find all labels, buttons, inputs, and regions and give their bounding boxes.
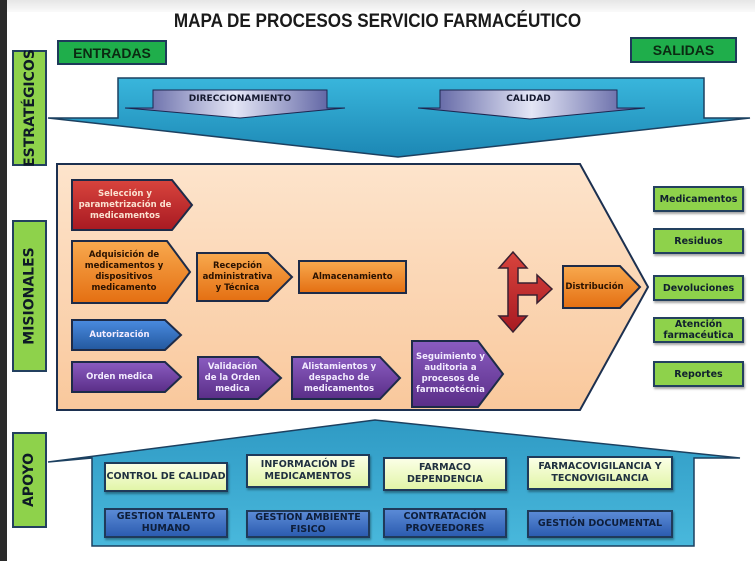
process-alistamiento[interactable]: Alistamientos y despacho de medicamentos (301, 361, 377, 394)
category-misionales: MISIONALES (12, 220, 47, 372)
seleccion-shape (71, 179, 194, 231)
support-farmaco-dependencia[interactable]: FARMACO DEPENDENCIA (383, 457, 507, 491)
output-residuos[interactable]: Residuos (653, 228, 744, 254)
support-farmacovigilancia[interactable]: FARMACOVIGILANCIA Y TECNOVIGILANCIA (527, 456, 673, 490)
output-reportes[interactable]: Reportes (653, 361, 744, 387)
process-recepcion[interactable]: Recepción administrativa y Técnica (202, 260, 273, 293)
category-misionales-text: MISIONALES (21, 247, 38, 345)
process-autorizacion[interactable]: Autorización (89, 329, 150, 340)
process-almacenamiento[interactable]: Almacenamiento (312, 271, 393, 282)
support-contratacion-proveedores[interactable]: CONTRATACIÓN PROVEEDORES (383, 508, 507, 538)
strategic-direccionamiento[interactable]: DIRECCIONAMIENTO (188, 94, 292, 104)
almacenamiento-shape (298, 260, 407, 294)
background-window-strip (0, 0, 7, 561)
process-distribucion[interactable]: Distribución (565, 281, 624, 292)
entradas-label: ENTRADAS (57, 40, 167, 65)
top-bar (7, 0, 755, 12)
output-atencion-farmaceutica[interactable]: Atención farmacéutica (653, 317, 744, 343)
process-seguimiento[interactable]: Seguimiento y auditoria a procesos de fa… (416, 352, 485, 395)
category-estrategicos: ESTRATÉGICOS (12, 49, 47, 167)
output-medicamentos[interactable]: Medicamentos (653, 186, 744, 212)
adquisicion-shape (71, 240, 192, 304)
process-validacion[interactable]: Validación de la Orden medica (204, 361, 261, 394)
page-title: MAPA DE PROCESOS SERVICIO FARMACÉUTICO (173, 11, 582, 32)
category-apoyo-text: APOYO (21, 452, 38, 508)
distribucion-shape (562, 265, 642, 309)
support-informacion-medicamentos[interactable]: INFORMACIÓN DE MEDICAMENTOS (246, 454, 370, 488)
category-estrategicos-text: ESTRATÉGICOS (21, 49, 38, 167)
support-gestion-talento-humano[interactable]: GESTION TALENTO HUMANO (104, 508, 228, 538)
process-orden-medica[interactable]: Orden medica (86, 371, 153, 382)
output-devoluciones[interactable]: Devoluciones (653, 275, 744, 301)
direccionamiento-arrow-shape (124, 89, 346, 119)
salidas-label: SALIDAS (630, 37, 737, 63)
support-gestion-documental[interactable]: GESTIÓN DOCUMENTAL (527, 510, 673, 538)
branch-arrow-icon (497, 250, 554, 334)
seguimiento-shape (411, 340, 505, 408)
validacion-shape (197, 356, 283, 400)
strategic-calidad[interactable]: CALIDAD (506, 94, 551, 104)
autorizacion-shape (71, 319, 183, 351)
support-gestion-ambiente-fisico[interactable]: GESTION AMBIENTE FISICO (246, 510, 370, 538)
support-control-calidad[interactable]: CONTROL DE CALIDAD (104, 462, 228, 492)
orden-shape (71, 361, 183, 393)
alistamiento-shape (291, 356, 402, 400)
recepcion-shape (196, 252, 294, 302)
process-seleccion[interactable]: Selección y parametrización de medicamen… (78, 188, 172, 221)
category-apoyo: APOYO (12, 432, 47, 528)
process-adquisicion[interactable]: Adquisición de medicamentos y dispositiv… (84, 250, 164, 293)
calidad-arrow-shape (417, 89, 646, 120)
